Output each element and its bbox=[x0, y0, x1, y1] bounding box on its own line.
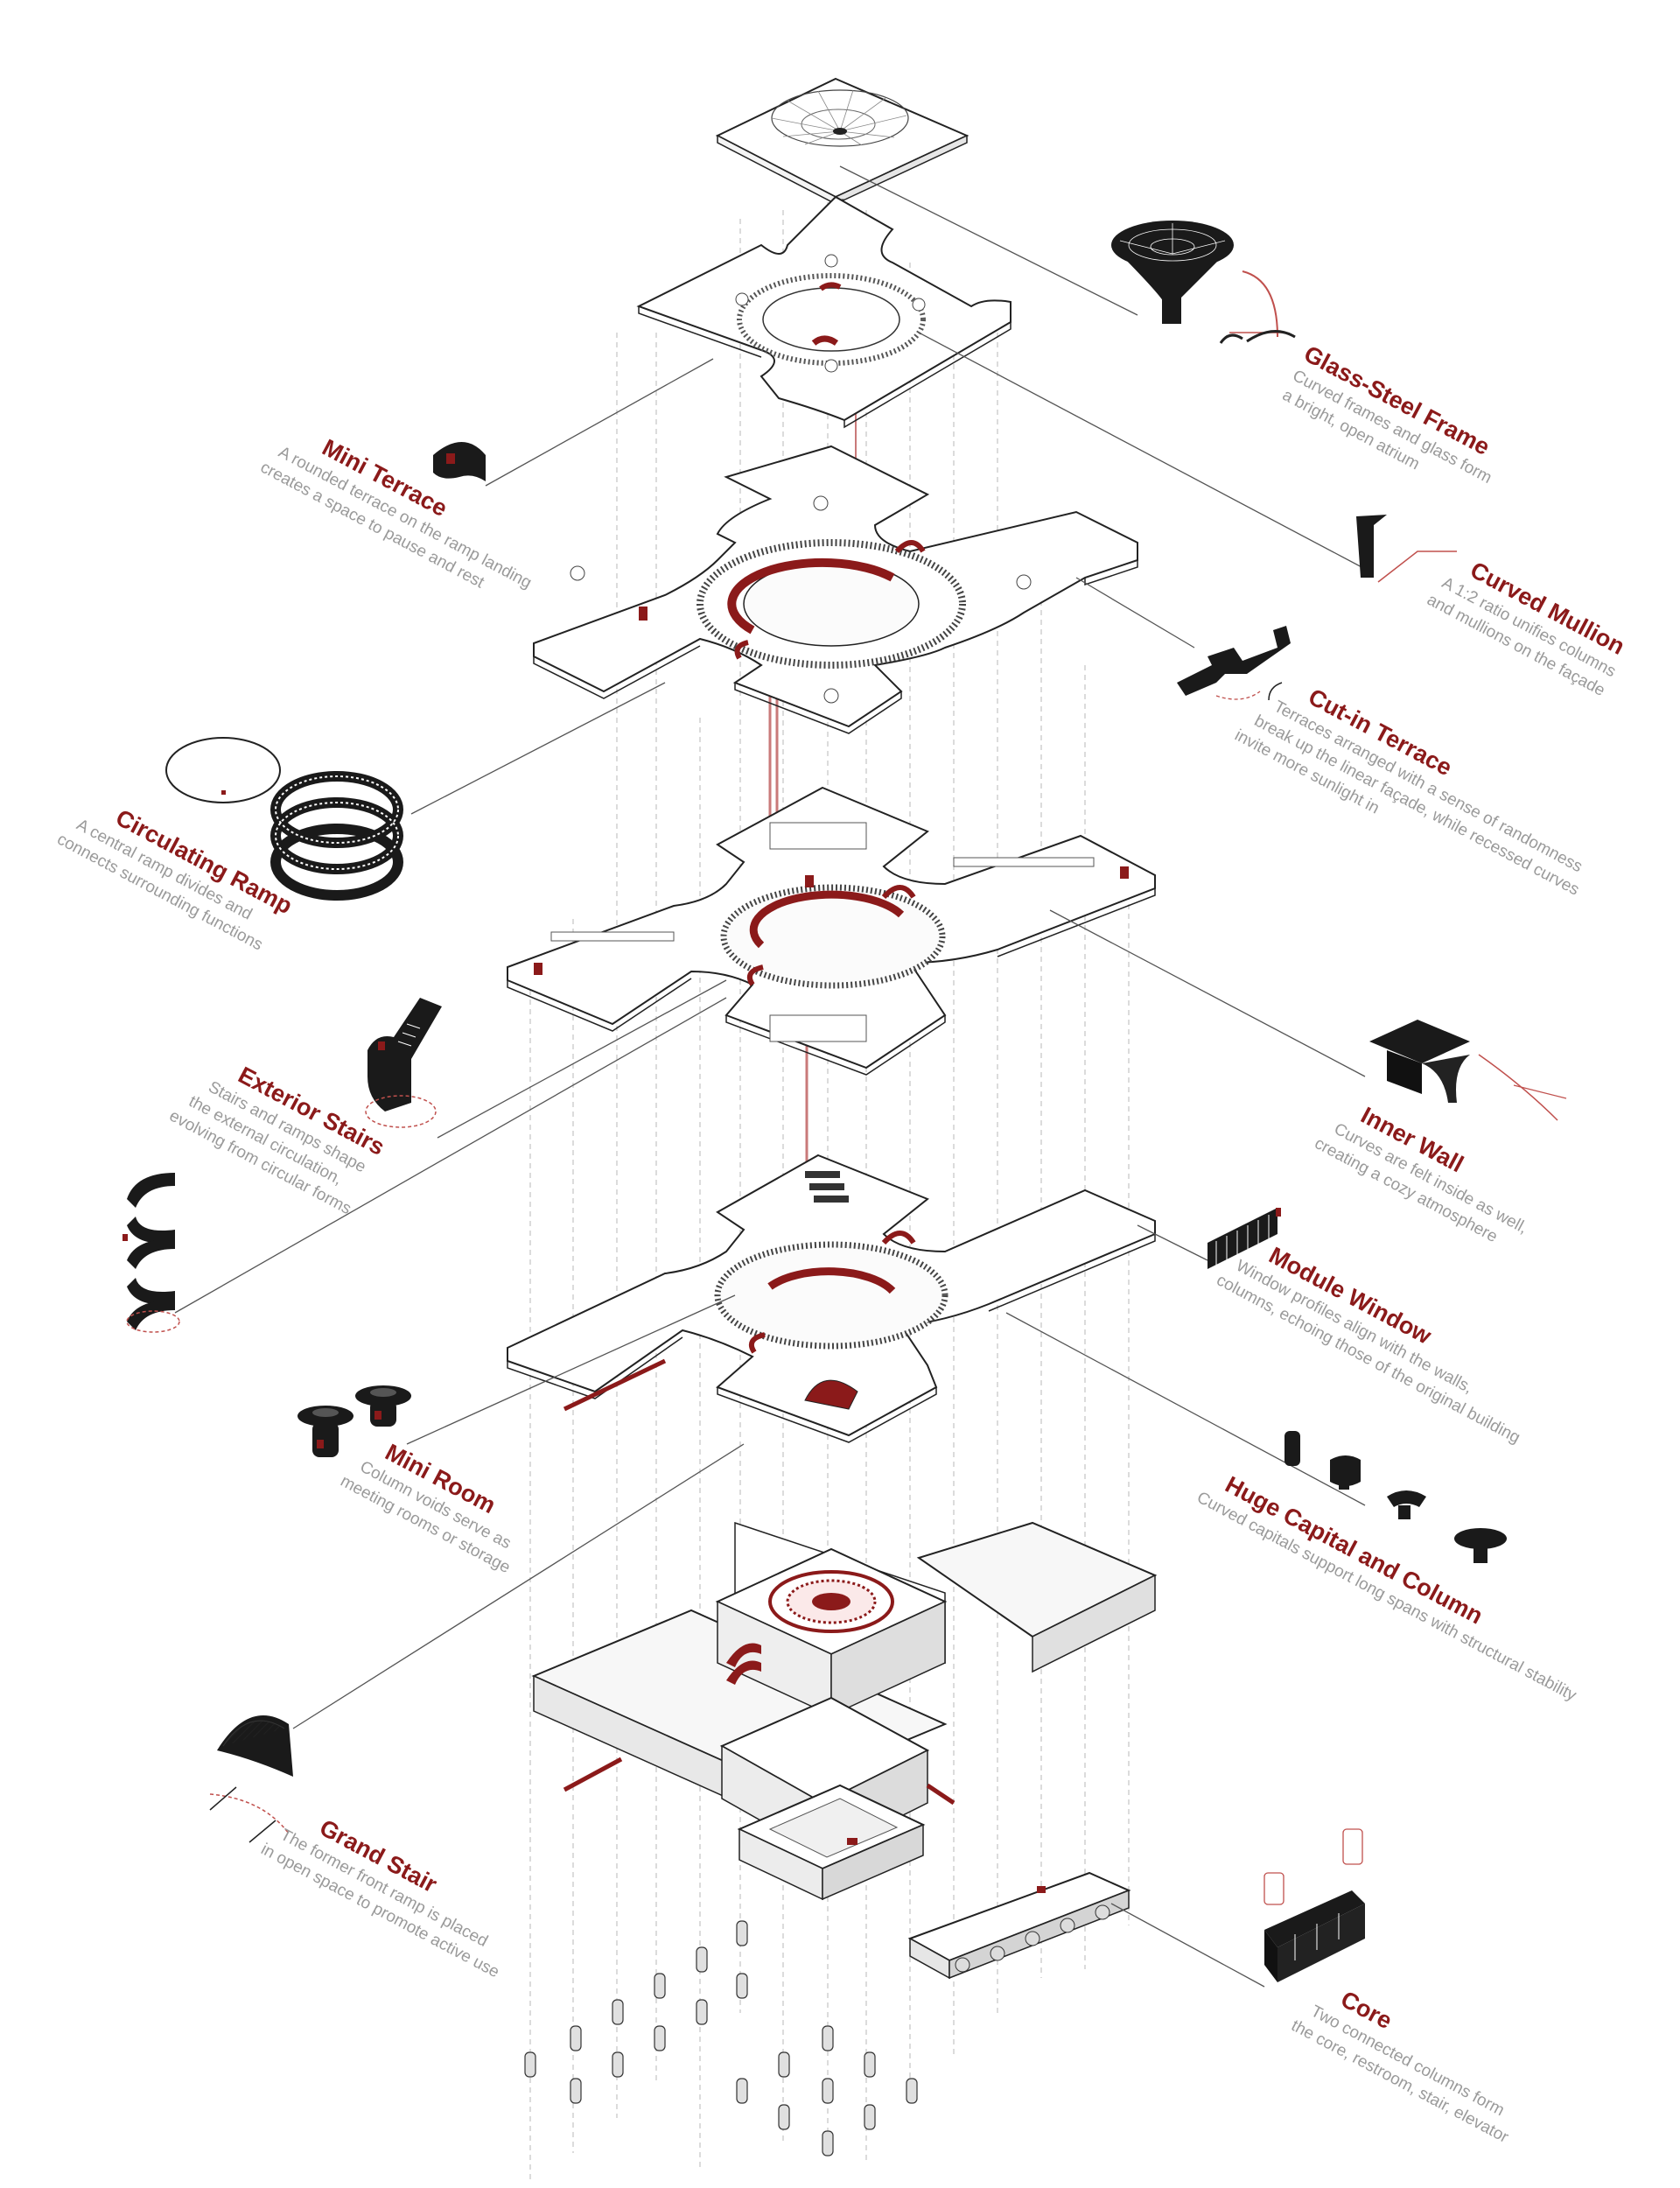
core-icon bbox=[1264, 1828, 1365, 1982]
mini-terrace-icon bbox=[433, 442, 486, 481]
basement-wing bbox=[907, 1871, 1131, 1980]
inner-wall-icon bbox=[1369, 1020, 1567, 1121]
cut-in-terrace-icon bbox=[1177, 626, 1291, 701]
leader-lines bbox=[174, 165, 1366, 1988]
huge-capital-icon bbox=[1284, 1431, 1507, 1563]
terrace-floor-level bbox=[533, 445, 1138, 734]
grand-stair-icon bbox=[209, 1715, 293, 1843]
curved-mullion-icon bbox=[1356, 515, 1457, 583]
circulating-ramp-icon bbox=[165, 737, 403, 901]
roof-plate-level bbox=[636, 195, 1012, 429]
upper-office-level bbox=[507, 786, 1156, 1076]
module-window-icon bbox=[1208, 1208, 1281, 1269]
glass-steel-frame-icon bbox=[1111, 221, 1296, 344]
foundation-columns bbox=[524, 1920, 918, 2156]
basement-core-box bbox=[737, 1784, 926, 1901]
roof-skylight-level bbox=[715, 77, 970, 211]
exterior-stairs-icon bbox=[365, 998, 442, 1128]
spiral-stair-icon bbox=[122, 1173, 180, 1333]
lower-office-level bbox=[507, 1154, 1156, 1443]
mini-room-icon bbox=[298, 1385, 411, 1457]
